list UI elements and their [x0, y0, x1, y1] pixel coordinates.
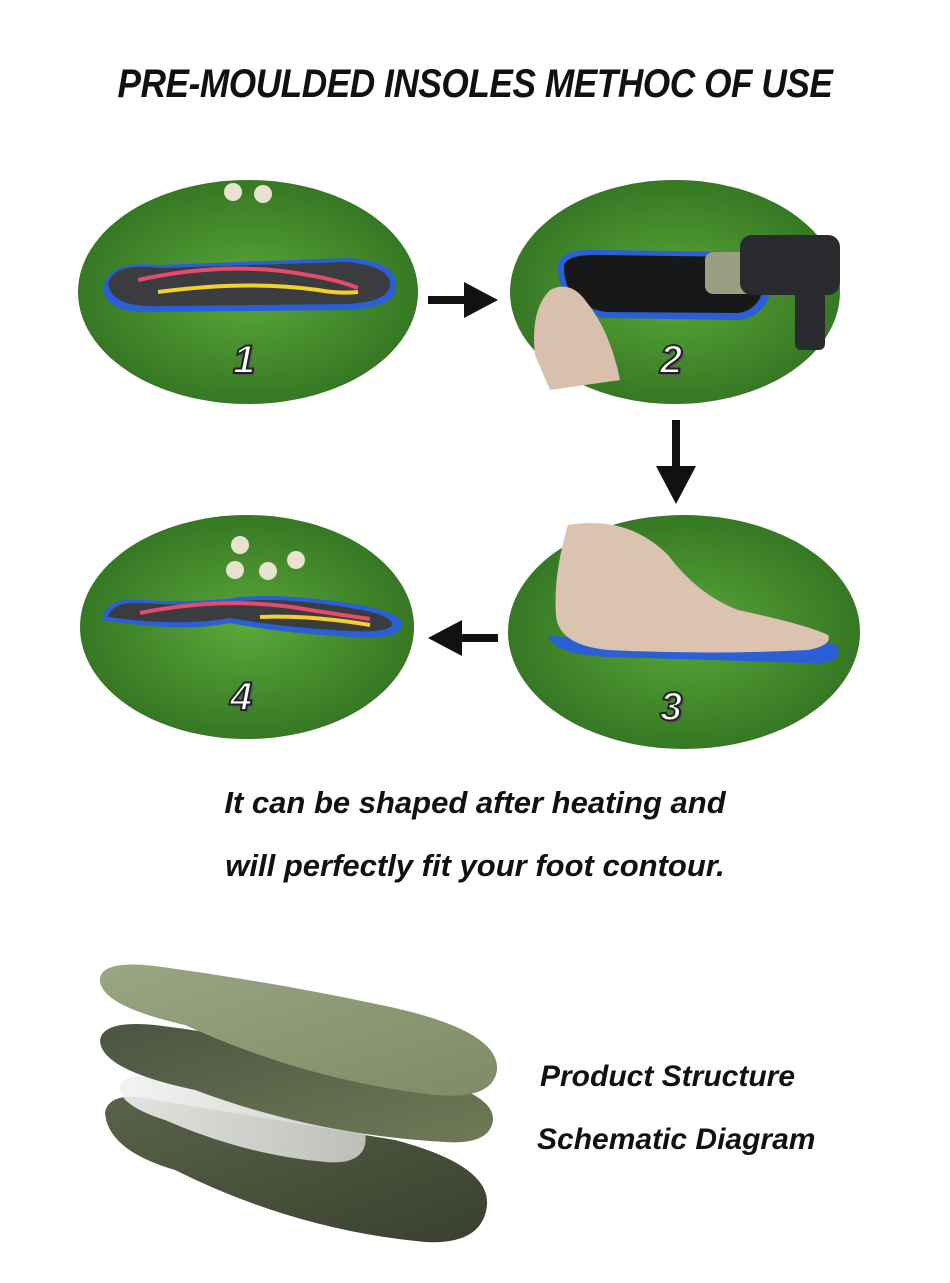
step-number: 2	[659, 337, 683, 383]
step-number: 4	[229, 674, 253, 720]
step-number: 1	[232, 337, 256, 383]
arch-shell-layer	[119, 1076, 366, 1163]
arrow-right-icon	[428, 282, 498, 323]
step-2-photo: 2	[510, 180, 840, 405]
insole-layer-diagram	[95, 960, 515, 1255]
arrow-down-icon	[656, 420, 696, 509]
structure-label-line-2: Schematic Diagram	[537, 1123, 816, 1156]
middle-layer	[100, 1024, 494, 1143]
caption-line-1: It can be shaped after heating and	[224, 785, 726, 820]
step-number: 3	[659, 684, 683, 730]
caption-line-2: will perfectly fit your foot contour.	[225, 848, 725, 883]
step-3-photo: 3	[508, 515, 860, 750]
step-4-photo: 4	[80, 515, 415, 740]
arrow-left-icon	[428, 620, 498, 661]
step-1-photo: 1	[78, 180, 418, 405]
top-layer	[99, 964, 498, 1096]
structure-label-line-1: Product Structure	[540, 1060, 796, 1093]
page-title: PRE-MOULDED INSOLES METHOC OF USE	[117, 62, 833, 106]
